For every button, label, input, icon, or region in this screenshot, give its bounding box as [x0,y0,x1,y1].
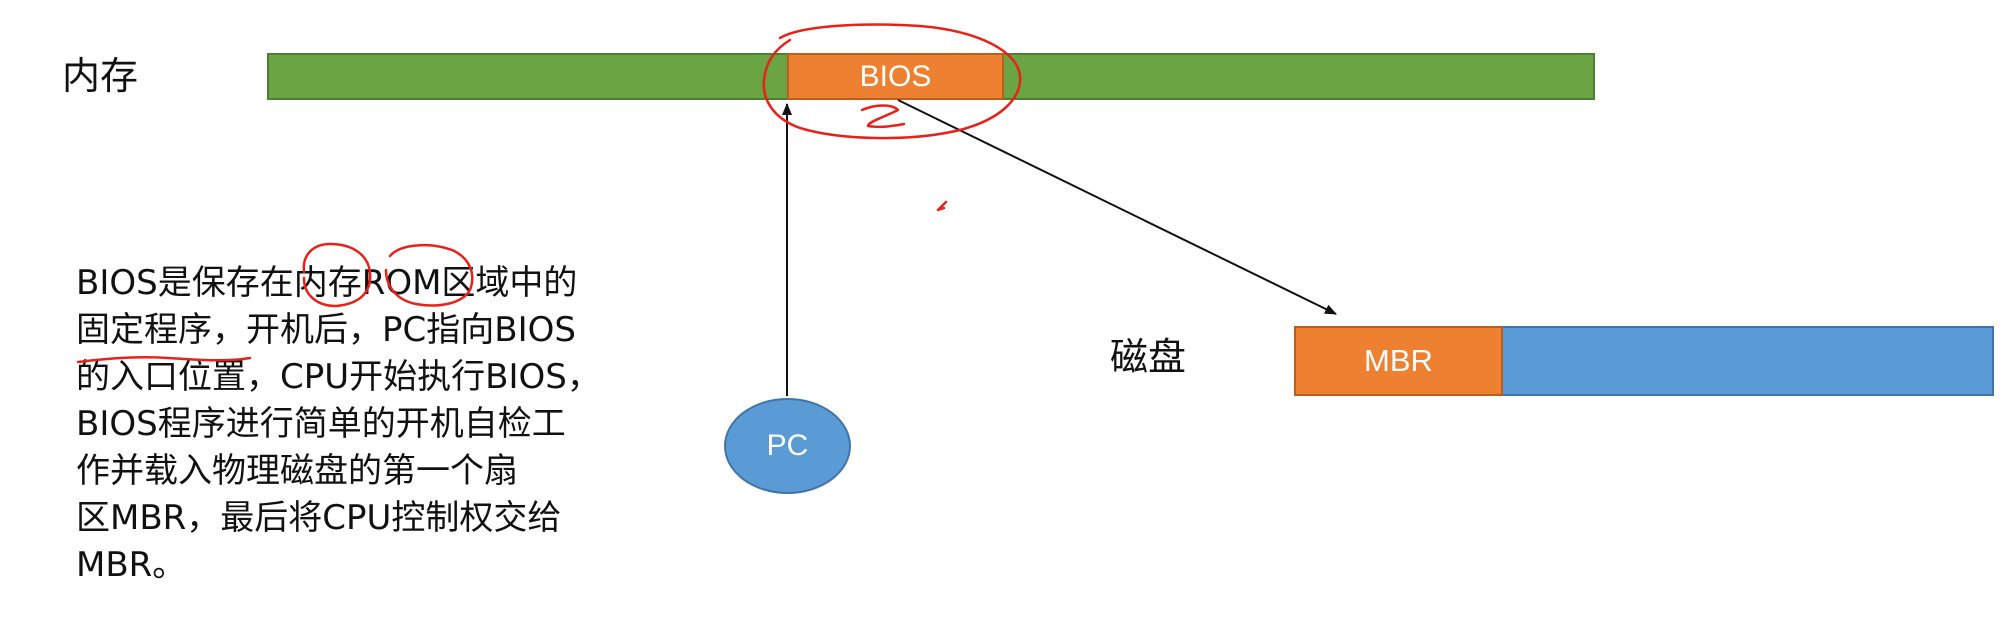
description-text: BIOS是保存在内存ROM区域中的 固定程序，开机后，PC指向BIOS 的入口位… [76,263,601,585]
memory-label: 内存 [62,54,139,98]
pc-label: PC [766,429,809,462]
cursor-mark-annotation [936,200,948,212]
bios-label: BIOS [859,59,932,93]
bios-to-mbr-arrow [897,99,1337,315]
mbr-label: MBR [1364,343,1433,378]
bios-block: BIOS [787,53,1004,100]
pc-node: PC [724,398,851,494]
bios-scribble-annotation [860,104,906,129]
mbr-block: MBR [1294,326,1503,396]
disk-label: 磁盘 [1110,335,1187,379]
